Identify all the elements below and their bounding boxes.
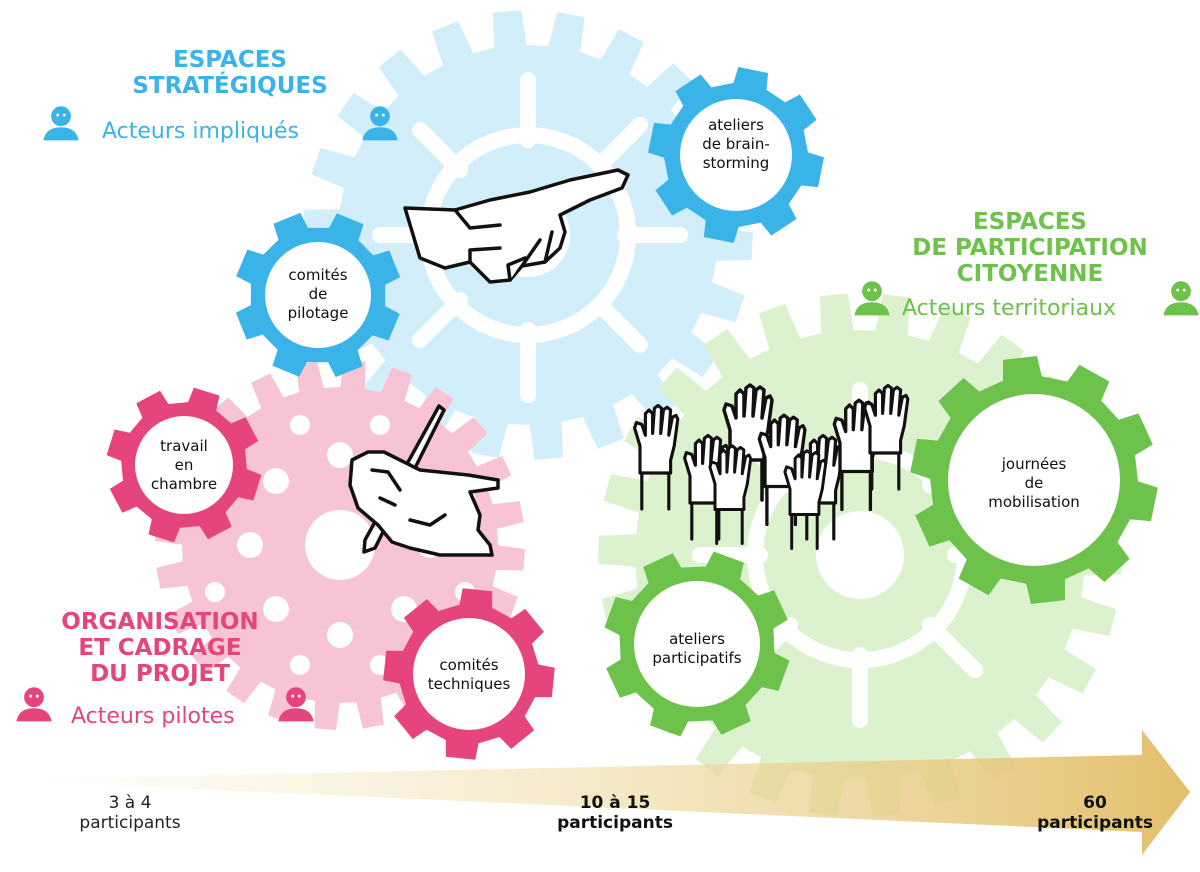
raised-hand-icon xyxy=(633,403,680,511)
strategic-actors-label: Acteurs impliqués xyxy=(102,119,300,144)
project-actors-label: Acteurs pilotes xyxy=(71,704,235,729)
citizen-actors-label: Acteurs territoriaux xyxy=(902,296,1117,321)
gear-label-pilotage: comités de pilotage xyxy=(287,266,349,322)
scale-large: 60 participants xyxy=(1037,793,1153,833)
writing-hand-icon xyxy=(348,404,500,557)
gear-label-participatifs: ateliers participatifs xyxy=(652,630,742,667)
participants-scale-arrow xyxy=(0,730,1190,855)
project-title: ORGANISATION ET CADRAGE DU PROJET xyxy=(61,609,259,687)
person-icon xyxy=(1163,281,1199,316)
raised-hands-icon xyxy=(633,383,910,550)
raised-hand-icon xyxy=(863,383,910,491)
strategic-title: ESPACES STRATÉGIQUES xyxy=(132,47,328,99)
raised-hand-icon xyxy=(708,444,753,545)
person-icon xyxy=(43,106,79,141)
citizen-title: ESPACES DE PARTICIPATION CITOYENNE xyxy=(912,209,1148,287)
person-icon xyxy=(278,687,314,722)
gear-label-chambre: travail en chambre xyxy=(150,437,218,493)
raised-hand-icon xyxy=(783,449,828,550)
person-icon xyxy=(854,281,890,316)
scale-medium: 10 à 15 participants xyxy=(557,793,673,833)
gear-label-techniques: comités techniques xyxy=(427,656,511,693)
person-icon xyxy=(362,106,398,141)
person-icon xyxy=(16,687,52,722)
scale-small: 3 à 4 participants xyxy=(79,793,181,833)
gear-label-mobilisation: journées de mobilisation xyxy=(988,455,1080,511)
pointing-hand-icon xyxy=(403,168,630,284)
gear-label-brainstorming: ateliers de brain- storming xyxy=(702,116,770,172)
